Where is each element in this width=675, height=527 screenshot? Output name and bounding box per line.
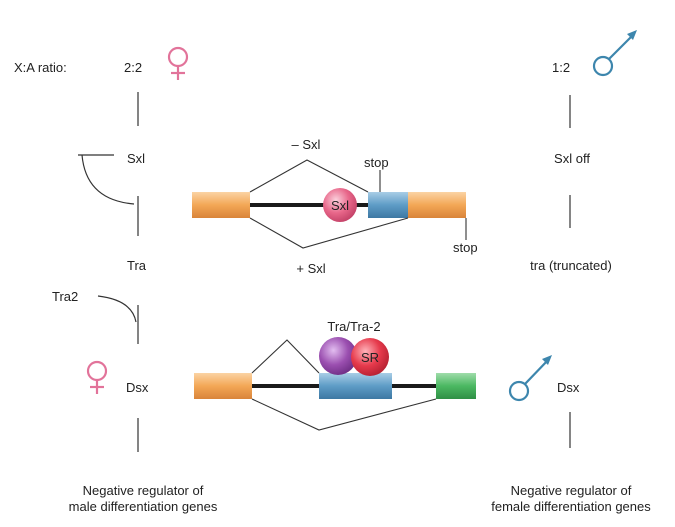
male-tra-truncated-label: tra (truncated) [530,258,612,273]
minus-sxl-splice-path [249,159,369,193]
tra2-label: Tra2 [52,289,79,304]
sxl-protein-label: Sxl [331,198,349,213]
female-splice-path [251,339,320,374]
male-symbol-icon [508,355,552,402]
exon-blue [319,373,392,399]
male-footer-line2: female differentiation genes [491,499,651,514]
female-footer-note: Negative regulator of male differentiati… [69,483,218,515]
female-footer-line1: Negative regulator of [82,483,204,498]
plus-sxl-label: + Sxl [296,261,326,276]
sr-protein-label: SR [361,350,379,365]
sxl-regulation-arc [78,154,135,205]
female-sxl-label: Sxl [127,151,146,166]
tra-pre-mrna: Sxl [192,159,467,249]
xa-ratio-label: X:A ratio: [14,60,67,75]
male-dsx-label: Dsx [557,380,580,395]
tra2-regulation-arc [97,295,137,323]
male-ratio-value: 1:2 [552,60,571,75]
dsx-pre-mrna: SR [194,337,476,431]
female-ratio-value: 2:2 [124,60,143,75]
female-tra-label: Tra [127,258,147,273]
female-symbol-icon [86,360,108,394]
exon-orange [192,192,250,218]
female-symbol-icon [167,46,189,80]
male-footer-note: Negative regulator of female differentia… [491,483,650,515]
female-dsx-label: Dsx [126,380,149,395]
sxl-protein [323,188,357,222]
exon-green [436,373,476,399]
female-footer-line2: male differentiation genes [68,499,218,514]
male-footer-line1: Negative regulator of [510,483,632,498]
plus-sxl-splice-path [249,217,409,249]
male-splice-path [251,398,437,431]
sr-protein [351,338,389,376]
male-sxl-off-label: Sxl off [554,151,590,166]
tra-tra2-complex-label: Tra/Tra-2 [327,319,381,334]
exon-orange [408,192,466,218]
minus-sxl-label: – Sxl [291,137,321,152]
exon-blue [368,192,408,218]
exon-orange [194,373,252,399]
stop-label-top: stop [364,155,389,170]
stop-label-bottom: stop [453,240,478,255]
male-symbol-icon [592,30,637,77]
tra-protein [319,337,357,375]
